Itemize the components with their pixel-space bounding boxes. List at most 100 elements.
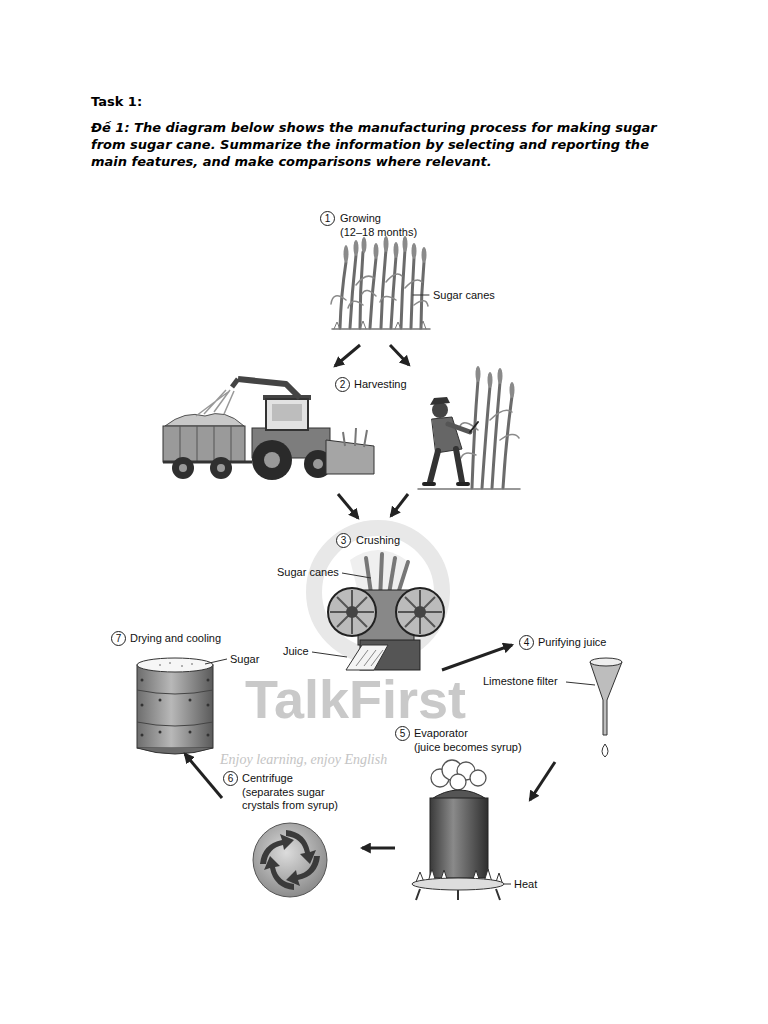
sugar-cane-drawing: [414, 301, 428, 306]
crusher-drawing: [330, 590, 374, 634]
crusher-drawing: [328, 588, 376, 636]
drying-drum-drawing: [141, 734, 144, 737]
manual-harvest-drawing: [492, 382, 500, 488]
evaporator-drawing: [412, 760, 511, 900]
sugar-cane-drawing: [344, 245, 349, 263]
manual-harvest-drawing: [476, 366, 515, 398]
drying-drum-drawing: [205, 659, 227, 664]
step-note: (12–18 months): [340, 226, 417, 239]
process-step: 2 Harvesting: [155, 366, 527, 494]
step-number: 2: [335, 377, 350, 392]
drying-drum-drawing: [137, 658, 213, 672]
manual-harvest-drawing: [510, 382, 515, 398]
manual-harvest-drawing: [418, 488, 520, 490]
harvester-drawing: [210, 457, 232, 479]
crusher-drawing: [342, 573, 371, 578]
evaporator-drawing: [416, 889, 500, 900]
manual-harvest-drawing: [482, 386, 490, 488]
evaporator-drawing: [431, 760, 486, 790]
harvester-drawing: [326, 440, 374, 474]
process-step: 7Drying and cooling: [108, 628, 228, 754]
crusher-drawing: [396, 588, 444, 636]
harvester-drawing: [266, 399, 308, 430]
manual-harvest-drawing: [498, 368, 503, 384]
harvester-drawing: [180, 426, 231, 462]
harvester-drawing: [163, 426, 245, 462]
part-label: Heat: [514, 878, 537, 891]
split-merge-arrow: [390, 345, 409, 516]
harvester-drawing: [313, 459, 323, 469]
process-step: 6Centrifuge(separates sugar crystals fro…: [222, 768, 362, 900]
drying-drum-drawing: [159, 731, 162, 734]
sugar-cane-drawing: [331, 296, 346, 304]
sugar-cane-drawing: [348, 301, 363, 308]
manual-harvest-drawing: [490, 410, 512, 420]
sugar-cane-drawing: [374, 243, 379, 259]
crusher-drawing: [346, 606, 358, 618]
sugar-cane-drawing: [331, 236, 430, 329]
sugar-cane-drawing: [391, 256, 396, 328]
manual-harvest-drawing: [472, 380, 478, 488]
funnel-filter-drawing: [590, 662, 622, 735]
crusher-drawing: [398, 590, 442, 634]
manual-harvest-drawing: [430, 397, 450, 405]
sugar-cane-drawing: [360, 252, 363, 328]
funnel-filter-drawing: [590, 658, 622, 666]
manual-harvest-drawing: [472, 380, 512, 488]
centrifuge-drawing: [260, 830, 320, 890]
sugar-cane-drawing: [394, 242, 399, 258]
part-label: Sugar canes: [277, 566, 339, 579]
drying-drum-drawing: [137, 665, 213, 748]
drying-drum-drawing: [189, 731, 192, 734]
sugar-cane-drawing: [362, 237, 367, 253]
sugar-cane-drawing: [332, 328, 430, 330]
harvester-drawing: [264, 452, 280, 468]
flow-arrow: [185, 754, 222, 798]
centrifuge-drawing: [286, 856, 320, 886]
step-label: Harvesting: [354, 378, 407, 391]
drying-drum-drawing: [181, 665, 183, 667]
drying-drum-drawing: [191, 663, 193, 665]
step-number: 5: [395, 726, 410, 741]
evaporator-drawing: [504, 884, 511, 885]
sugar-cane-drawing: [413, 295, 429, 296]
watermark: Enjoy learning, enjoy English: [220, 752, 387, 767]
manual-harvest-drawing: [500, 434, 519, 440]
centrifuge-drawing: [264, 856, 294, 890]
manual-harvest-drawing: [476, 366, 481, 382]
step-label: Drying and cooling: [130, 632, 221, 645]
flow-arrow: [335, 345, 360, 366]
drying-drum-drawing: [189, 699, 192, 702]
split-merge-arrow: [391, 494, 408, 516]
flow-arrow: [530, 762, 555, 800]
evaporator-drawing: [412, 878, 504, 890]
evaporator-drawing: [470, 770, 486, 786]
sugar-cane-drawing: [381, 250, 386, 328]
drying-drum-drawing: [207, 679, 210, 682]
step-label: Purifying juice: [538, 636, 606, 649]
harvester-drawing: [217, 464, 225, 472]
funnel-filter-drawing: [602, 744, 608, 757]
harvester-drawing: [252, 440, 292, 480]
harvester-drawing: [238, 379, 300, 398]
sugar-cane-drawing: [401, 250, 405, 328]
sugar-cane-drawing: [356, 276, 374, 285]
part-label: Sugar: [230, 653, 259, 666]
sugar-cane-drawing: [422, 247, 427, 263]
sugar-cane-drawing: [405, 280, 422, 288]
manual-harvest-drawing: [488, 372, 493, 388]
harvester-drawing: [232, 379, 238, 387]
step-number: 3: [336, 533, 351, 548]
sugar-cane-drawing: [362, 290, 376, 296]
centrifuge-drawing: [286, 830, 316, 864]
step-number: 6: [223, 771, 238, 786]
sugar-cane-drawing: [340, 250, 424, 328]
drying-drum-drawing: [159, 664, 161, 666]
task-heading: Task 1:: [91, 93, 142, 110]
manual-harvest-drawing: [448, 424, 470, 432]
sugar-cane-drawing: [380, 296, 396, 302]
step-note: (juice becomes syrup): [414, 741, 522, 754]
drying-drum-drawing: [137, 690, 213, 726]
